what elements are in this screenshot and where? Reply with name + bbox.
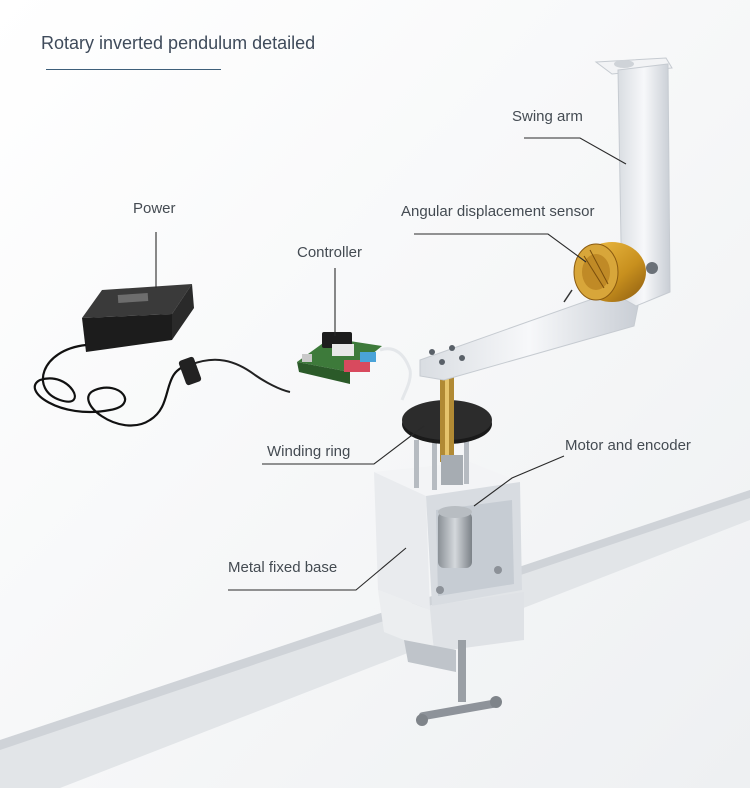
winding-ring [402,374,492,490]
label-power: Power [133,200,176,217]
power-adapter [33,284,291,427]
label-swing-arm: Swing arm [512,108,583,125]
callout-lines [155,137,627,591]
title-underline [46,69,221,70]
label-metal-base: Metal fixed base [228,559,338,576]
label-angular-sensor: Angular displacement sensor [401,203,595,220]
angular-sensor [563,242,646,303]
label-motor-encoder: Motor and encoder [565,437,691,454]
motor-encoder [438,506,472,568]
page-title: Rotary inverted pendulum detailed [41,33,316,53]
table-edge [0,490,750,788]
controller-board [297,332,412,401]
label-controller: Controller [297,244,363,261]
label-winding-ring: Winding ring [267,443,351,460]
